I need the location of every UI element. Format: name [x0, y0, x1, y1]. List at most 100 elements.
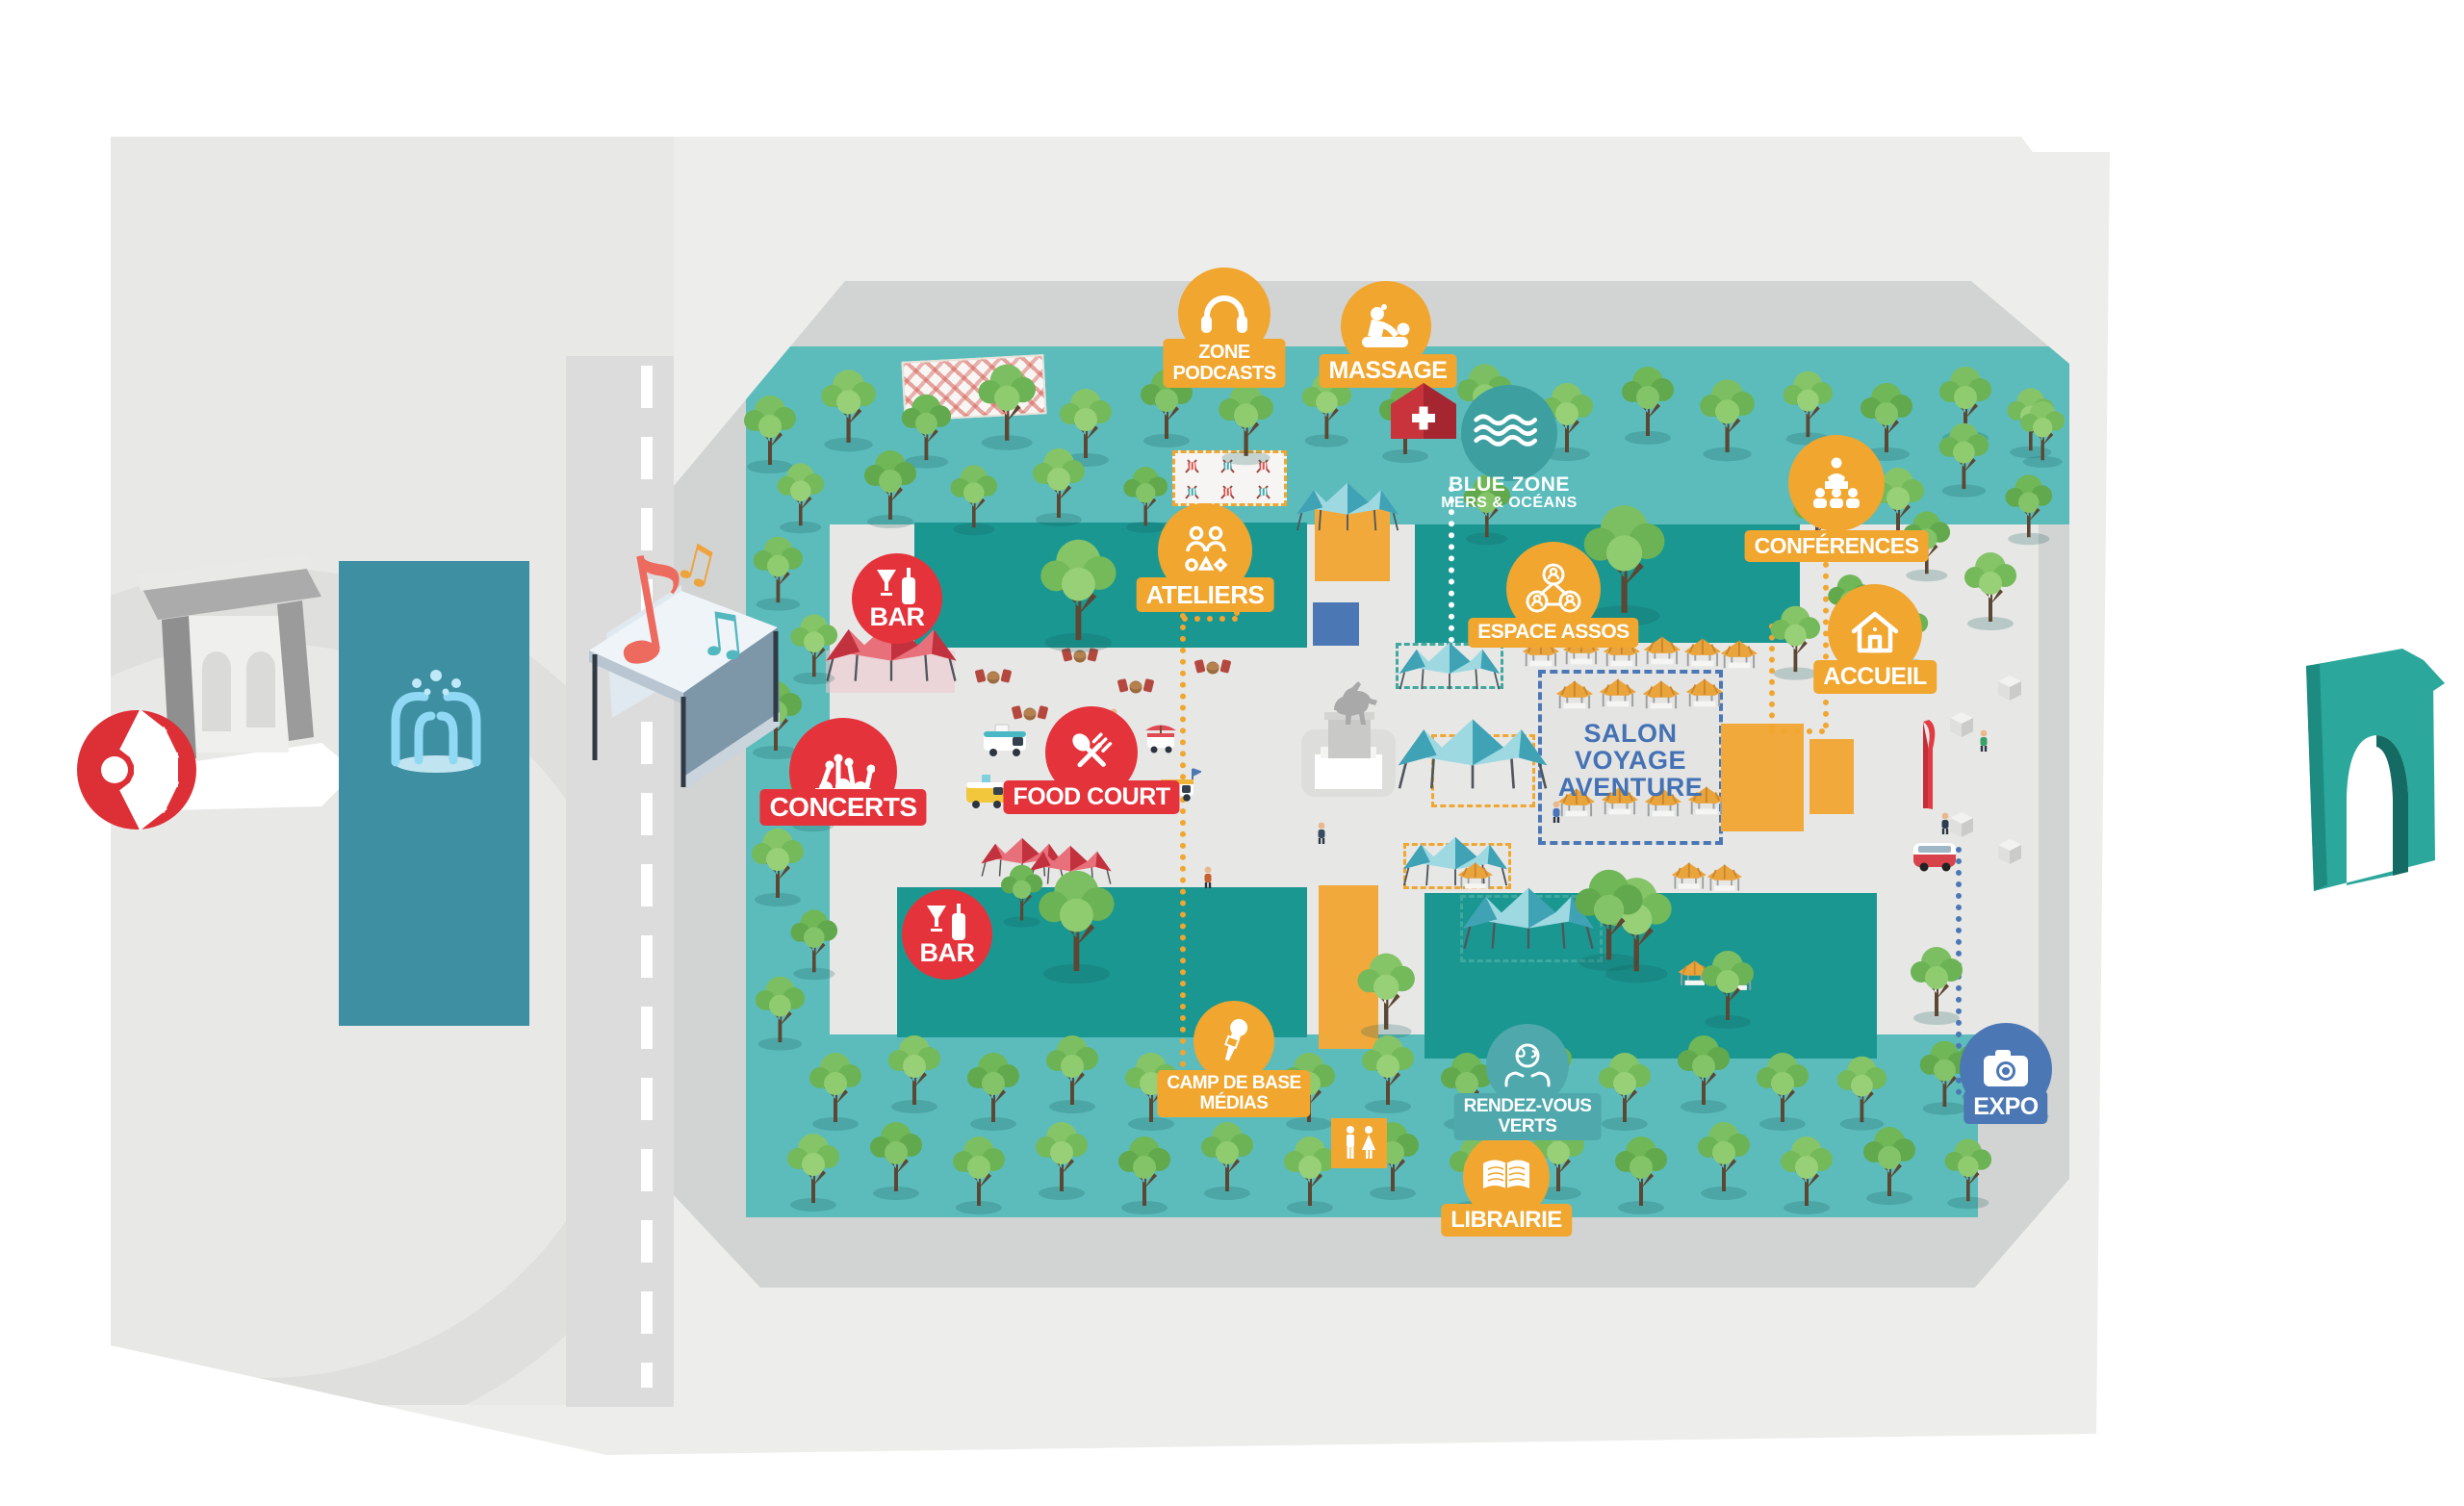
restrooms[interactable] — [1331, 1118, 1387, 1168]
tree — [1032, 862, 1121, 985]
crate-cube — [1946, 710, 1977, 739]
tree — [948, 1131, 1010, 1215]
canopy-stand — [1686, 783, 1727, 818]
tree — [897, 389, 956, 470]
tree — [1279, 1131, 1341, 1215]
badge-bar-sud[interactable]: BAR — [902, 889, 992, 980]
toilets-icon — [1347, 1126, 1375, 1159]
arch-monument — [2306, 649, 2445, 891]
fountain-icon — [391, 670, 481, 773]
microphone-icon — [1224, 1018, 1248, 1061]
badge-bar-sud-label: BAR — [919, 937, 976, 967]
tree — [747, 823, 808, 907]
tree — [1594, 1047, 1656, 1132]
canopy-stand — [1456, 859, 1495, 892]
tree — [2001, 470, 2057, 546]
waves-icon — [1474, 414, 1538, 447]
tree — [1935, 418, 1993, 498]
deckchair — [1184, 484, 1200, 500]
tree — [973, 358, 1040, 451]
food-truck-burger — [982, 724, 1028, 758]
flag-totem — [1917, 720, 1937, 814]
tree — [749, 531, 808, 612]
badge-bar-nord[interactable]: BAR — [852, 553, 942, 644]
tree — [1028, 443, 1090, 527]
person — [1201, 866, 1215, 889]
tree — [739, 390, 801, 474]
tree — [1617, 361, 1679, 446]
tree — [786, 609, 842, 685]
food-truck-umbrella — [1142, 722, 1180, 756]
tree — [884, 1030, 945, 1114]
tree — [1960, 547, 2021, 631]
canopy-stand — [1642, 633, 1682, 668]
canopy-stand — [1556, 785, 1597, 820]
badge-conferences[interactable] — [1788, 435, 1885, 531]
table-chairs — [1115, 674, 1157, 699]
crate-cube — [1994, 674, 2025, 702]
hands-globe-icon — [1504, 1043, 1551, 1087]
person — [1550, 801, 1563, 824]
crate-cube — [1994, 837, 2025, 866]
equestrian-statue — [1301, 681, 1396, 797]
badge-expo-label: EXPO — [1964, 1090, 2048, 1124]
marquee-tent — [1295, 479, 1400, 532]
tree — [1055, 383, 1116, 468]
building-orange-south — [1319, 885, 1378, 1049]
tree — [816, 364, 881, 452]
badge-librairie-label: LIBRAIRIE — [1441, 1204, 1572, 1237]
tree — [1041, 1030, 1103, 1114]
building-orange-north — [1315, 502, 1390, 581]
badge-concerts-label: CONCERTS — [759, 789, 927, 827]
tree — [1357, 1030, 1419, 1114]
tree — [2016, 396, 2068, 469]
fountain-pool — [339, 561, 529, 1026]
camera-icon — [1984, 1050, 2028, 1086]
badge-food-court-label: FOOD COURT — [1003, 780, 1180, 814]
conference-icon — [1813, 457, 1860, 508]
tree — [1693, 1116, 1755, 1201]
badge-massage-label: MASSAGE — [1319, 354, 1457, 388]
tree — [1034, 531, 1123, 654]
label-salon-voyage: SALON — [1583, 719, 1678, 748]
table-chairs — [1059, 643, 1101, 668]
tree — [1859, 1121, 1920, 1206]
tree — [1610, 1131, 1672, 1215]
tree — [865, 1116, 927, 1201]
tree — [1577, 497, 1672, 627]
tree — [860, 445, 921, 529]
tree — [805, 1047, 866, 1132]
road — [566, 356, 674, 1407]
dotted-path — [1182, 616, 1238, 622]
crowd-icon — [815, 753, 875, 794]
tree — [1673, 1030, 1734, 1114]
badge-blue-zone[interactable] — [1461, 385, 1557, 481]
tree — [786, 905, 842, 981]
concert-stage — [589, 585, 780, 789]
tree — [1031, 1116, 1092, 1201]
building-blue — [1313, 602, 1359, 646]
canopy-stand — [1598, 676, 1638, 710]
marquee-tent — [1461, 883, 1596, 951]
badge-ateliers-label: ATELIERS — [1136, 577, 1274, 613]
headphones-icon — [1201, 295, 1247, 333]
fork-spoon-icon — [1072, 732, 1113, 768]
badge-camp-medias[interactable] — [1194, 1001, 1274, 1082]
badge-rendez-vous-verts[interactable] — [1486, 1024, 1569, 1107]
canopy-stand — [1719, 637, 1759, 672]
tree — [1119, 462, 1171, 534]
tree — [997, 860, 1046, 928]
deckchair — [1255, 484, 1271, 500]
canopy-stand — [1554, 677, 1595, 712]
food-truck-yellow — [964, 774, 1009, 810]
badge-blue-zone-sublabel: MERS & OCÉANS — [1441, 495, 1578, 511]
canopy-stand — [1684, 676, 1725, 710]
monument — [135, 553, 339, 810]
tree — [1940, 1134, 1996, 1210]
tree — [1695, 373, 1759, 462]
tree — [1776, 1131, 1837, 1215]
dotted-path — [1769, 728, 1825, 734]
badge-espace-assos-label: ESPACE ASSOS — [1468, 618, 1639, 648]
